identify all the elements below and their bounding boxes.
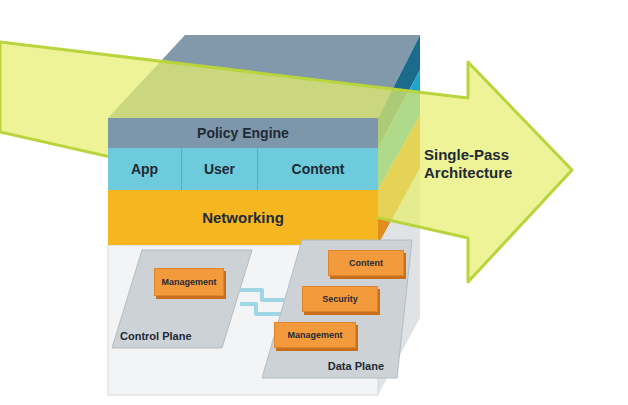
networking-band: Networking (108, 190, 378, 245)
slab-face (112, 250, 252, 348)
node-text: Content (349, 258, 383, 268)
policy-band: Policy Engine (108, 118, 378, 148)
node-text: Data Plane (328, 360, 384, 372)
user-cell: User (182, 148, 258, 190)
app-cell: App (108, 148, 182, 190)
data-plane-slab: Data Plane ContentSecurityManagement (262, 240, 412, 378)
security-block: Security (302, 286, 378, 312)
content-cell: Content (258, 148, 378, 190)
node-text: Policy Engine (197, 125, 289, 141)
node-text: Management (161, 277, 216, 287)
node-text: App (131, 161, 158, 177)
arrow-shape (0, 42, 572, 282)
node-text: User (204, 161, 235, 177)
content-block: Content (328, 250, 404, 276)
plane-link-second-wire (240, 304, 284, 314)
node-text: Management (287, 330, 342, 340)
node-text: Content (292, 161, 345, 177)
node-text: Security (322, 294, 358, 304)
management-block: Management (154, 268, 224, 296)
node-text: Networking (202, 209, 284, 226)
management-block: Management (274, 322, 356, 348)
control-plane-slab: Control Plane Management (112, 250, 252, 348)
arrow-label: Single-Pass Architecture (424, 146, 534, 182)
slab-face (262, 240, 412, 378)
plane-link (240, 290, 284, 300)
node-text: Control Plane (120, 330, 192, 342)
